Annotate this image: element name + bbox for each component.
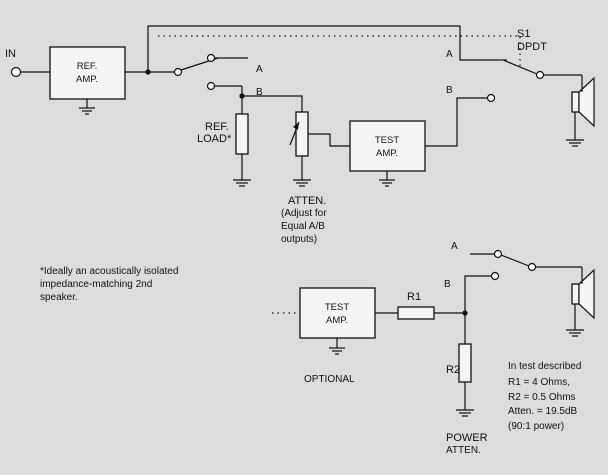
test-note-1: In test described	[508, 361, 581, 372]
switch2-a-terminal	[493, 249, 503, 259]
b-line-wire	[241, 86, 303, 112]
atten-note-2: Equal A/B	[281, 221, 325, 232]
test-note-4: Atten. = 19.5dB	[508, 406, 578, 417]
r2-ground-symbol	[456, 409, 474, 417]
attenuator-arrow-head	[293, 122, 299, 130]
test-note-3: R2 = 0.5 Ohms	[508, 392, 576, 403]
s1-b-terminal	[486, 93, 496, 103]
test-note-5: (90:1 power)	[508, 421, 564, 432]
footnote-line-1: *Ideally an acoustically isolated	[40, 266, 178, 277]
footnote-line-3: speaker.	[40, 292, 78, 303]
optional-amp-label-2: AMP.	[326, 315, 348, 326]
r2-label: R2	[446, 364, 460, 376]
r2-resistor	[458, 343, 472, 383]
test-amp-label-2: AMP.	[376, 148, 398, 159]
r1-label: R1	[407, 291, 421, 303]
wiper-to-test-amp-wire	[308, 133, 350, 147]
switch1-a-terminal	[206, 53, 216, 63]
switch1-b-label: B	[256, 87, 263, 98]
ref-to-s1a-wire	[147, 25, 500, 72]
switch1-common-terminal	[173, 67, 183, 77]
ref-load-ground-symbol	[233, 179, 251, 187]
atten-note-3: outputs)	[281, 234, 317, 245]
s1-blade	[502, 59, 538, 75]
speaker-top-ground-symbol	[566, 139, 584, 147]
ref-load-resistor	[235, 113, 249, 155]
footnote-line-2: impedance-matching 2nd	[40, 279, 152, 290]
input-label: IN	[5, 48, 16, 60]
power-atten-label-1: POWER	[446, 432, 488, 444]
optional-label: OPTIONAL	[304, 374, 355, 385]
test-amp-box	[349, 120, 426, 172]
speaker-bottom-ground-symbol	[566, 329, 584, 337]
switch1-a-label: A	[256, 64, 263, 75]
s1-b-label: B	[446, 85, 453, 96]
switch1-b-terminal	[206, 81, 216, 91]
node-to-switch2-b-wire	[464, 275, 492, 313]
optional-test-amp-box	[299, 287, 376, 339]
optional-amp-label-1: TEST	[325, 302, 349, 313]
s1-type-label: DPDT	[517, 41, 547, 53]
test-amp-to-s1b-wire	[425, 97, 488, 147]
ganged-linkage-dotted	[158, 35, 521, 68]
switch2-blade	[500, 254, 530, 267]
attenuator-ground-symbol	[293, 179, 311, 187]
s1-id-label: S1	[517, 28, 530, 40]
switch2-common-terminal	[527, 262, 537, 272]
optional-amp-ground-symbol	[329, 347, 345, 355]
ref-amp-box	[49, 46, 126, 100]
power-atten-label-2: ATTEN.	[446, 445, 481, 456]
ref-load-label-1: REF.	[205, 121, 229, 133]
speaker-top-icon	[571, 76, 595, 128]
attenuator-resistor	[295, 111, 309, 157]
ref-amp-label-2: AMP.	[76, 74, 98, 85]
atten-note-1: (Adjust for	[281, 208, 327, 219]
switch2-b-label: B	[444, 279, 451, 290]
ref-amp-ground-symbol	[79, 107, 95, 115]
r1-resistor	[397, 306, 435, 320]
ref-amp-label-1: REF.	[77, 61, 98, 72]
s1-common-terminal	[535, 70, 545, 80]
input-terminal	[10, 66, 22, 78]
ref-load-label-2: LOAD*	[197, 133, 232, 145]
s1-a-label: A	[446, 49, 453, 60]
switch2-b-terminal	[490, 271, 500, 281]
test-amp-label-1: TEST	[375, 135, 399, 146]
test-amp-ground-symbol	[379, 179, 395, 187]
atten-title: ATTEN.	[288, 195, 326, 207]
switch2-a-label: A	[451, 241, 458, 252]
test-note-2: R1 = 4 Ohms,	[508, 377, 570, 388]
